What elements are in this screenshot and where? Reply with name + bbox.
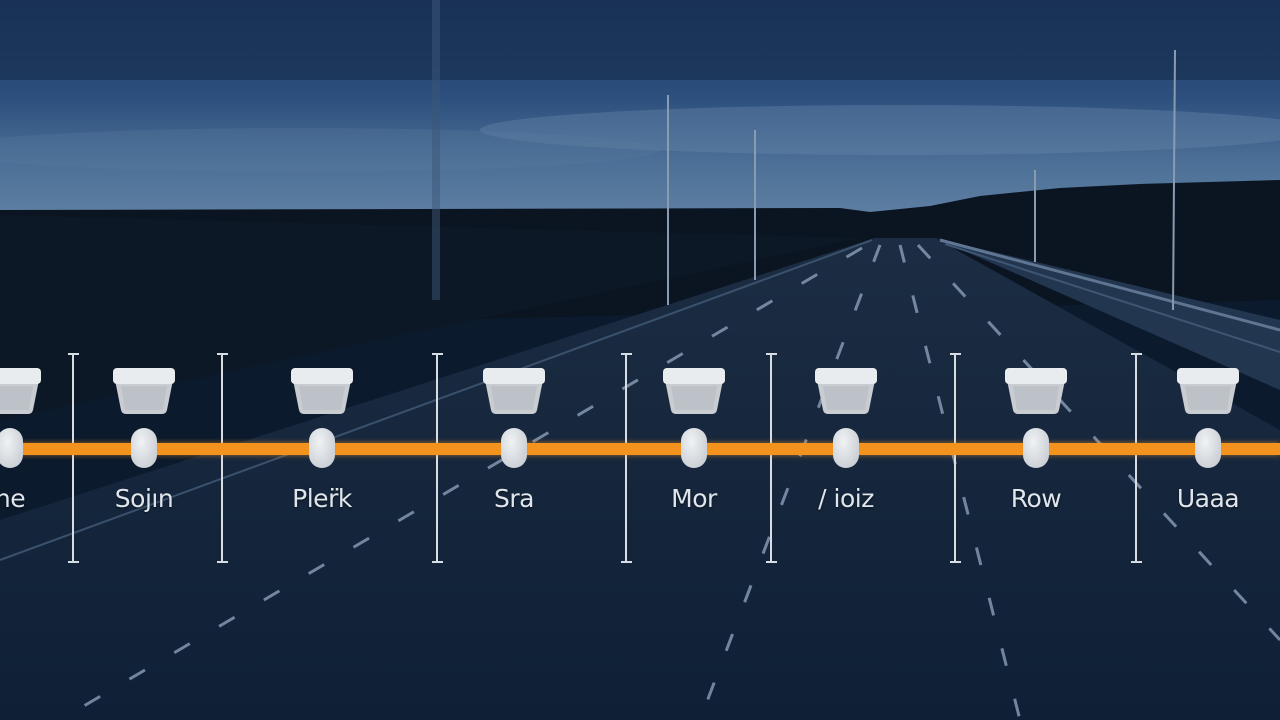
divider-marker: [621, 353, 632, 563]
station-icon: [111, 366, 177, 416]
station-label: Uaaa: [1176, 484, 1240, 513]
station-label: / ioiz: [818, 484, 874, 513]
orange-timeline-bar: [0, 443, 1280, 455]
station-label: Pler̈k: [292, 484, 352, 513]
station-node[interactable]: [1195, 428, 1221, 468]
station-node[interactable]: [0, 428, 23, 468]
station-label: Mor: [671, 484, 717, 513]
station-icon: [1175, 366, 1241, 416]
station-label: Row: [1010, 484, 1062, 513]
station-node[interactable]: [681, 428, 707, 468]
station-node[interactable]: [501, 428, 527, 468]
station-icon: [0, 366, 43, 416]
divider-marker: [217, 353, 228, 563]
station-icon: [289, 366, 355, 416]
station-label: ne: [0, 484, 26, 513]
divider-marker: [950, 353, 961, 563]
station-icon: [813, 366, 879, 416]
divider-marker: [1131, 353, 1142, 563]
divider-marker: [432, 353, 443, 563]
station-icon: [661, 366, 727, 416]
divider-marker: [766, 353, 777, 563]
station-node[interactable]: [309, 428, 335, 468]
divider-marker: [68, 353, 79, 563]
station-node[interactable]: [1023, 428, 1049, 468]
station-node[interactable]: [833, 428, 859, 468]
station-node[interactable]: [131, 428, 157, 468]
station-icon: [481, 366, 547, 416]
station-icon: [1003, 366, 1069, 416]
station-label: Sra: [494, 484, 534, 513]
station-label: Sojın: [114, 484, 174, 513]
